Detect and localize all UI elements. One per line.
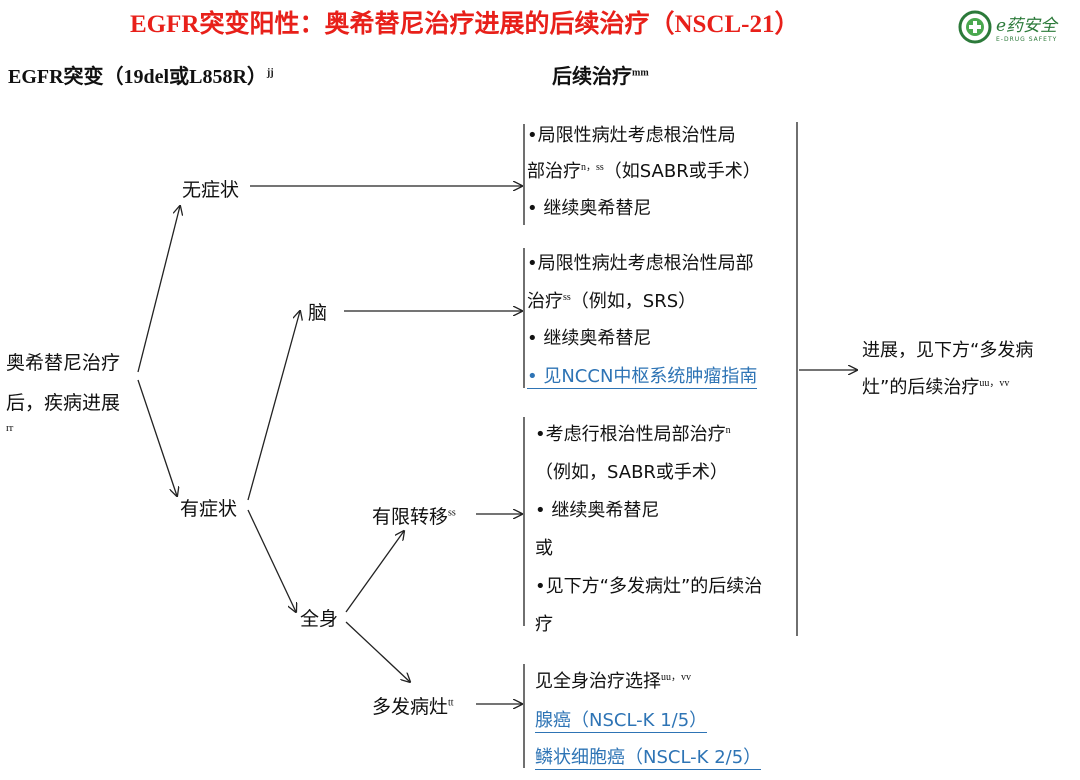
header-right-sup: mm — [632, 67, 649, 79]
link-squamous-nscl-k2[interactable]: 鳞状细胞癌（NSCL-K 2/5） — [535, 747, 762, 770]
header-subsequent-therapy: 后续治疗mm — [552, 66, 649, 88]
node-start-line2: 后，疾病进展 — [6, 392, 121, 414]
arrow-start-to-asymptomatic — [137, 206, 180, 373]
node-symptomatic: 有症状 — [180, 498, 238, 520]
box-limited-line6: 疗 — [535, 614, 553, 635]
box-limited-line3: • 继续奥希替尼 — [535, 500, 660, 521]
arrow-symptomatic-to-systemic — [247, 509, 296, 612]
node-systemic: 全身 — [300, 608, 339, 630]
box-asym-line2: 部治疗n，ss（如SABR或手术） — [527, 161, 761, 182]
box-asym-line3: • 继续奥希替尼 — [527, 198, 652, 219]
arrow-symptomatic-to-brain — [247, 311, 300, 501]
arrow-systemic-to-limited — [345, 531, 404, 613]
logo-subtitle: E-DRUG SAFETY — [996, 36, 1058, 43]
node-asymptomatic: 无症状 — [182, 179, 240, 201]
node-start-line1: 奥希替尼治疗 — [6, 352, 121, 374]
box-brain-line1: •局限性病灶考虑根治性局部 — [527, 253, 754, 274]
arrow-start-to-symptomatic — [137, 379, 177, 496]
arrow-systemic-to-multiple — [345, 621, 410, 682]
progression-line1: 进展，见下方“多发病 — [862, 340, 1034, 361]
box-brain-line3: • 继续奥希替尼 — [527, 328, 652, 349]
box-limited-line2: （例如，SABR或手术） — [535, 462, 728, 483]
box-limited-line5: •见下方“多发病灶”的后续治 — [535, 576, 763, 597]
box-multiple-line1: 见全身治疗选择uu，vv — [535, 671, 691, 692]
link-adenocarcinoma-nscl-k1[interactable]: 腺癌（NSCL-K 1/5） — [535, 710, 708, 733]
header-egfr-mutation: EGFR突变（19del或L858R）jj — [8, 66, 274, 88]
box-limited-or: 或 — [535, 538, 553, 559]
progression-line2: 灶”的后续治疗uu，vv — [862, 377, 1010, 398]
node-brain: 脑 — [308, 302, 328, 324]
page-title: EGFR突变阳性：奥希替尼治疗进展的后续治疗（NSCL-21） — [130, 11, 800, 38]
box-asym-line1: •局限性病灶考虑根治性局 — [527, 125, 736, 146]
box-limited-line1: •考虑行根治性局部治疗n — [535, 424, 731, 445]
node-limited-metastasis: 有限转移ss — [372, 506, 456, 528]
node-multiple-lesions: 多发病灶tt — [372, 696, 454, 718]
link-nccn-cns-guideline[interactable]: • 见NCCN中枢系统肿瘤指南 — [527, 366, 758, 389]
node-start-sup: rr — [6, 422, 14, 434]
box-brain-line2: 治疗ss（例如，SRS） — [527, 291, 697, 312]
header-left-sup: jj — [266, 67, 274, 79]
logo-name: e药安全 — [996, 16, 1058, 36]
pill-cross-icon — [958, 10, 992, 44]
logo: e药安全 E-DRUG SAFETY — [958, 10, 1057, 44]
